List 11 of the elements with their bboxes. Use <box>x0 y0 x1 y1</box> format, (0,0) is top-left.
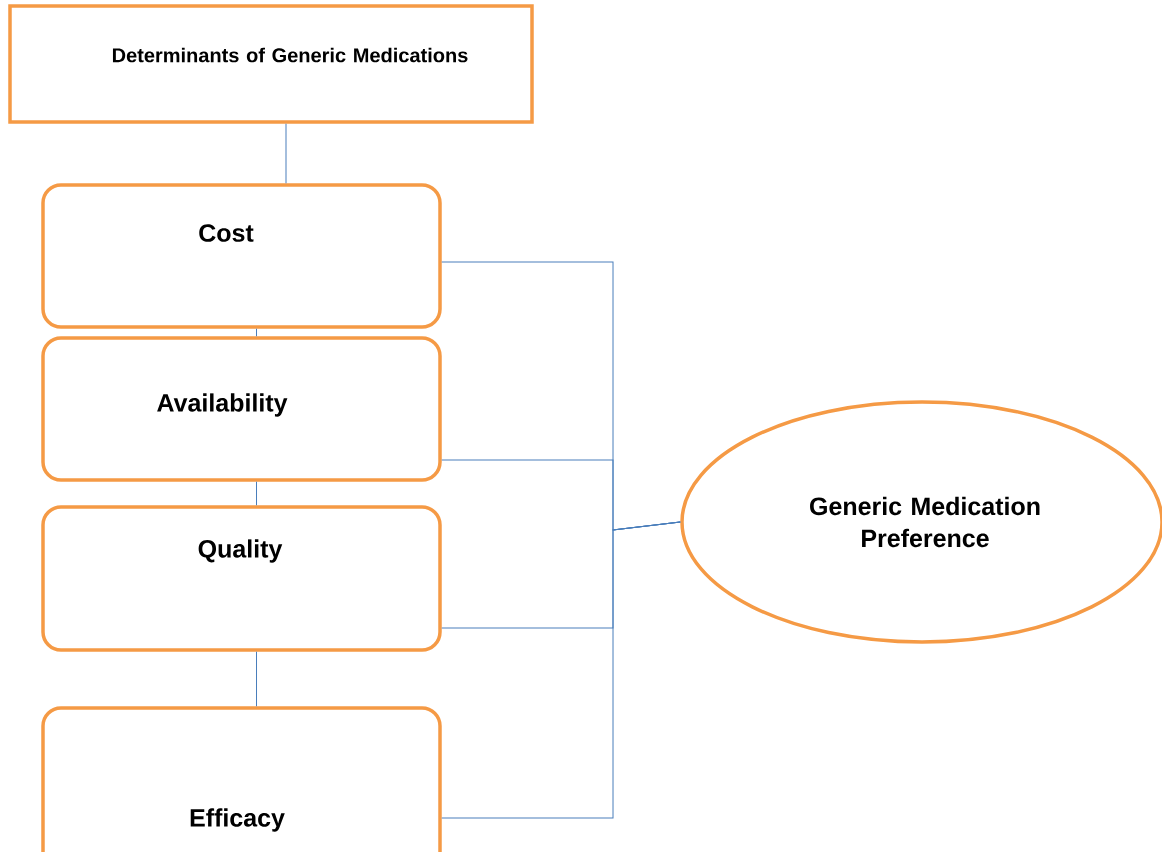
box-label: Determinants of Generic Medications <box>112 47 468 63</box>
connector-line <box>256 651 257 707</box>
box-label: Efficacy <box>190 808 285 832</box>
connector-line <box>256 328 257 337</box>
box-label: Availability <box>157 393 288 417</box>
connector-line <box>285 123 287 184</box>
box-label: Cost <box>199 224 254 242</box>
connector-line <box>441 521 681 819</box>
connector-line <box>256 481 257 506</box>
box-label: Quality <box>198 539 283 563</box>
box-label: Generic Medication Preference <box>810 496 1040 548</box>
